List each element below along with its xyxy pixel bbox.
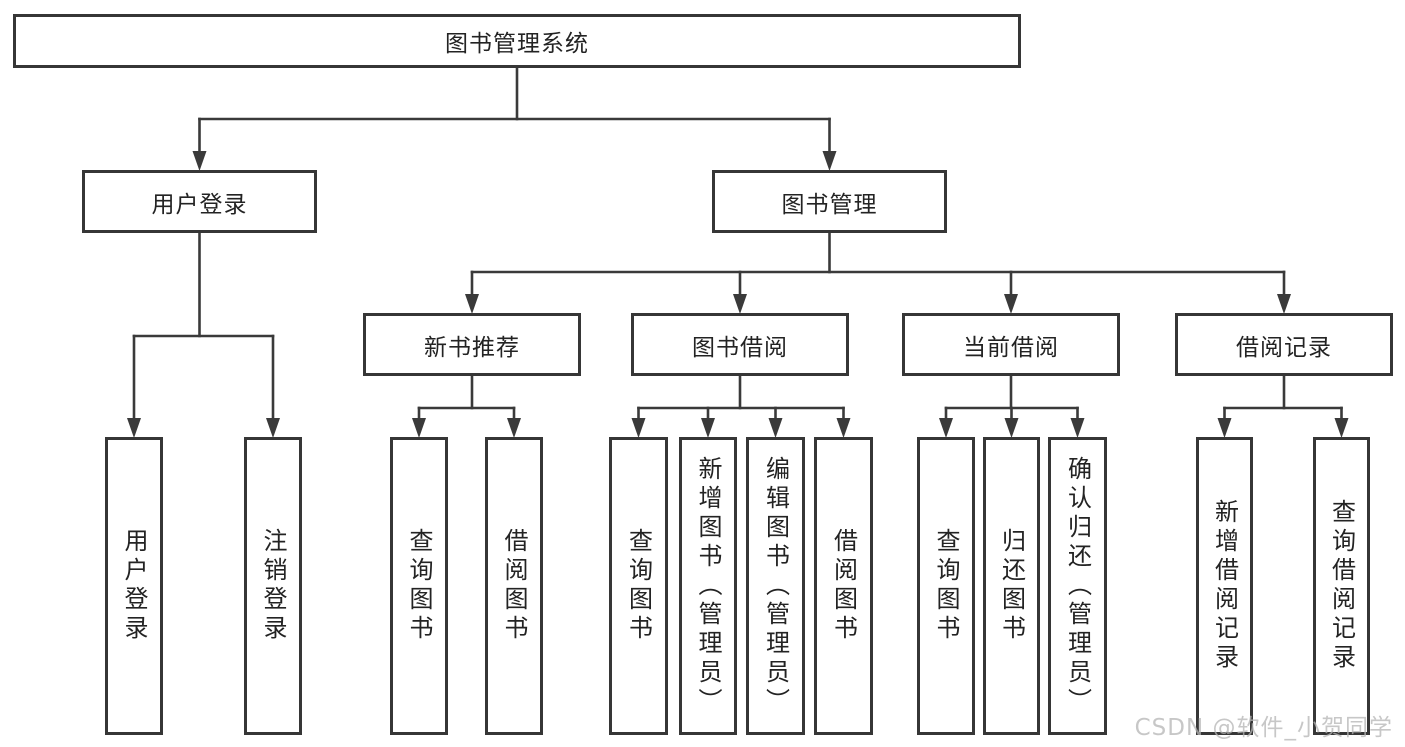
tree-node-v8: 借阅图书 (814, 437, 873, 735)
arrowhead-icon (822, 151, 837, 171)
tree-node-root: 图书管理系统 (13, 14, 1021, 68)
arrowhead-icon (1277, 294, 1291, 314)
tree-node-v6: 新增图书（管理员） (679, 437, 737, 735)
tree-node-v3: 查询图书 (390, 437, 448, 735)
arrowhead-icon (1070, 418, 1085, 438)
tree-node-v9: 查询图书 (917, 437, 975, 735)
arrowhead-icon (127, 418, 141, 438)
tree-node-records: 借阅记录 (1175, 313, 1393, 376)
arrowhead-icon (701, 418, 715, 438)
tree-node-v10: 归还图书 (983, 437, 1040, 735)
arrowhead-icon (465, 294, 479, 314)
tree-node-v1: 用户登录 (105, 437, 163, 735)
arrowhead-icon (733, 294, 747, 314)
arrowhead-icon (836, 418, 851, 438)
arrowhead-icon (1217, 418, 1232, 438)
tree-node-v11: 确认归还（管理员） (1048, 437, 1107, 735)
tree-node-v2: 注销登录 (244, 437, 302, 735)
tree-node-v7: 编辑图书（管理员） (746, 437, 805, 735)
tree-node-v5: 查询图书 (609, 437, 668, 735)
arrowhead-icon (266, 418, 280, 438)
arrowhead-icon (507, 418, 521, 438)
arrowhead-icon (631, 418, 646, 438)
tree-node-login: 用户登录 (82, 170, 317, 233)
arrowhead-icon (412, 418, 426, 438)
arrowhead-icon (1334, 418, 1349, 438)
tree-node-current: 当前借阅 (902, 313, 1120, 376)
arrowhead-icon (192, 151, 207, 171)
arrowhead-icon (1004, 294, 1018, 314)
tree-node-mgmt: 图书管理 (712, 170, 947, 233)
tree-node-v4: 借阅图书 (485, 437, 543, 735)
tree-node-v13: 查询借阅记录 (1313, 437, 1370, 735)
tree-node-newbook: 新书推荐 (363, 313, 581, 376)
tree-node-v12: 新增借阅记录 (1196, 437, 1253, 735)
arrowhead-icon (1004, 418, 1019, 438)
tree-node-borrow: 图书借阅 (631, 313, 849, 376)
arrowhead-icon (939, 418, 953, 438)
arrowhead-icon (768, 418, 783, 438)
